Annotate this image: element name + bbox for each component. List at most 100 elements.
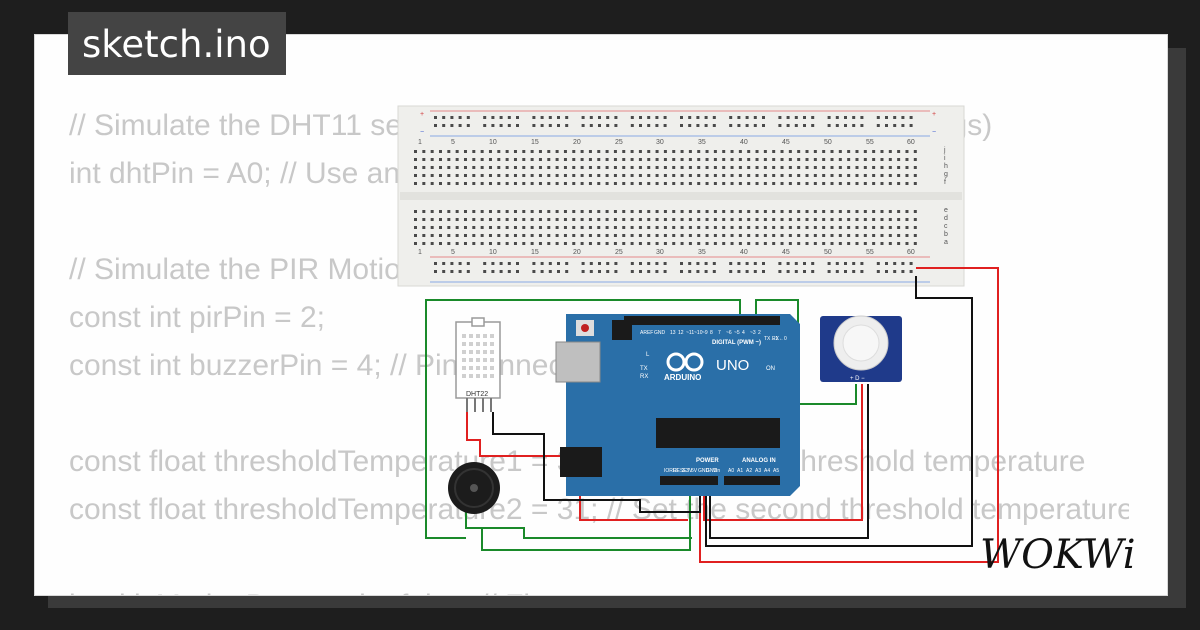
breadboard-hole [522, 210, 526, 213]
breadboard-hole [772, 218, 776, 221]
arduino-uno-board[interactable]: UNO ARDUINO DIGITAL (PWM ~) POWER ANALOG… [555, 314, 800, 496]
breadboard-hole [738, 174, 742, 177]
breadboard-hole [772, 182, 776, 185]
column-number: 35 [698, 139, 706, 146]
breadboard-hole [913, 150, 917, 153]
breadboard-hole [505, 242, 509, 245]
rail-plus-label: + [932, 111, 936, 118]
breadboard[interactable]: 1 5 10 15 20 25 30 35 40 45 50 55 60 1 5… [397, 105, 965, 287]
breadboard-hole [688, 226, 692, 229]
column-number: 55 [866, 249, 874, 256]
breadboard-hole [705, 210, 709, 213]
breadboard-hole [547, 166, 551, 169]
rail-minus-label: − [932, 129, 936, 136]
breadboard-hole [555, 174, 559, 177]
breadboard-hole [630, 158, 634, 161]
breadboard-rail-hole [786, 262, 790, 265]
breadboard-hole [555, 242, 559, 245]
breadboard-hole [463, 242, 467, 245]
dht-grill-hole [483, 342, 487, 346]
column-number: 50 [824, 139, 832, 146]
breadboard-hole [638, 210, 642, 213]
pir-motion-sensor[interactable]: + D − [820, 315, 902, 382]
breadboard-hole [563, 234, 567, 237]
breadboard-rail-hole [540, 116, 544, 119]
breadboard-hole [847, 150, 851, 153]
breadboard-hole [563, 174, 567, 177]
breadboard-hole [597, 210, 601, 213]
breadboard-rail-hole [434, 270, 437, 273]
breadboard-hole [655, 182, 659, 185]
breadboard-hole [480, 218, 484, 221]
breadboard-hole [730, 166, 734, 169]
breadboard-rail-hole [655, 124, 659, 127]
breadboard-hole [563, 158, 567, 161]
breadboard-hole [597, 226, 601, 229]
breadboard-rail-hole [704, 116, 708, 119]
buzzer[interactable] [448, 462, 500, 514]
breadboard-hole [572, 166, 576, 169]
breadboard-hole [897, 210, 901, 213]
breadboard-hole [788, 150, 792, 153]
breadboard-hole [697, 150, 701, 153]
breadboard-rail-hole [614, 262, 618, 265]
breadboard-hole [530, 218, 534, 221]
breadboard-hole [747, 158, 751, 161]
breadboard-hole [888, 210, 892, 213]
breadboard-hole [605, 174, 609, 177]
breadboard-rail-hole [532, 270, 536, 273]
breadboard-hole [630, 234, 634, 237]
breadboard-hole [455, 150, 459, 153]
breadboard-hole [455, 210, 459, 213]
dht-grill-hole [490, 334, 494, 338]
breadboard-hole [763, 158, 767, 161]
breadboard-rail-hole [753, 116, 757, 119]
breadboard-hole [488, 234, 492, 237]
breadboard-hole [722, 150, 726, 153]
breadboard-hole [588, 158, 592, 161]
breadboard-hole [622, 158, 626, 161]
rail-plus-label: + [420, 111, 424, 118]
breadboard-hole [813, 174, 817, 177]
breadboard-hole [722, 218, 726, 221]
breadboard-hole [414, 158, 417, 161]
breadboard-hole [463, 174, 467, 177]
file-tab[interactable]: sketch.ino [68, 12, 286, 75]
breadboard-hole [522, 182, 526, 185]
power-pin-label: GND [706, 468, 718, 474]
breadboard-hole [488, 158, 492, 161]
breadboard-hole [905, 166, 909, 169]
breadboard-hole [638, 174, 642, 177]
breadboard-hole [647, 150, 651, 153]
breadboard-hole [613, 158, 617, 161]
breadboard-rail-hole [729, 262, 733, 265]
breadboard-column-numbers-bottom: 1 5 10 15 20 25 30 35 40 45 50 55 60 [418, 249, 915, 256]
breadboard-rail-hole [893, 270, 897, 273]
breadboard-hole [597, 234, 601, 237]
breadboard-hole [697, 182, 701, 185]
digital-pin-label: 2 [758, 330, 761, 336]
digital-pin-label: 7 [718, 330, 721, 336]
breadboard-rail-hole [737, 116, 741, 119]
breadboard-hole [522, 234, 526, 237]
breadboard-rail-hole [893, 116, 897, 119]
breadboard-hole [738, 226, 742, 229]
breadboard-rail-hole [589, 124, 593, 127]
breadboard-rail-hole [589, 116, 593, 119]
power-pin-label: 5V [691, 468, 698, 474]
breadboard-hole [838, 234, 842, 237]
digital-pin-label: ~5 [734, 330, 740, 336]
row-letter: a [944, 239, 948, 246]
breadboard-rail-hole [794, 270, 798, 273]
breadboard-rail-hole [835, 270, 839, 273]
breadboard-rail-hole [827, 270, 831, 273]
breadboard-hole [838, 150, 842, 153]
breadboard-hole [438, 166, 442, 169]
breadboard-hole [722, 210, 726, 213]
breadboard-rail-hole [876, 270, 880, 273]
breadboard-rail-hole [557, 116, 560, 119]
breadboard-hole [613, 226, 617, 229]
dht22-sensor[interactable]: DHT22 [455, 317, 501, 412]
breadboard-hole [880, 226, 884, 229]
breadboard-hole [830, 150, 834, 153]
